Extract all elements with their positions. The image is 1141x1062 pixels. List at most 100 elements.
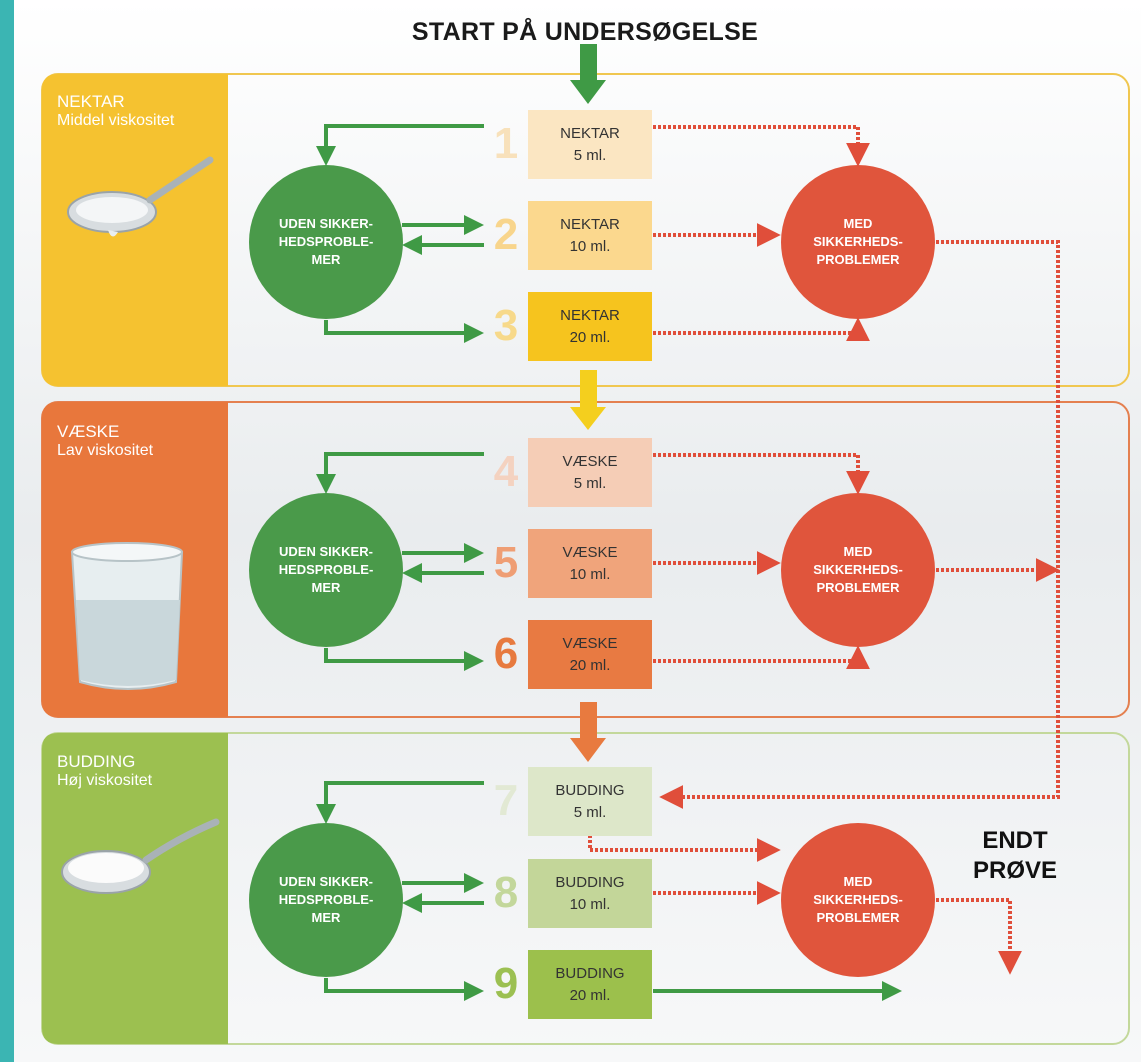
safe-node-label-2: UDEN SIKKER- HEDSPROBLE- MER [256,873,396,927]
step-box-4: VÆSKE 5 ml. [528,438,652,507]
vaeske-to-budding-arrow [570,702,606,762]
green-return-arrow [316,124,484,166]
section-subtitle: Lav viskositet [57,442,154,459]
step-volume: 5 ml. [573,146,607,164]
unsafe-node-1 [781,493,935,647]
spoon-illustration-budding [61,818,220,894]
green-return-arrow [316,781,484,824]
safe-node-1 [249,493,403,647]
end-label-line: ENDT [982,827,1048,854]
step-box-9: BUDDING 20 ml. [528,950,652,1019]
step-volume: 5 ml. [573,474,607,492]
end-test-label: ENDT PRØVE [950,826,1080,886]
step-liquid: VÆSKE [562,452,618,470]
step-number-9: 9 [493,959,519,1008]
node-label-line: SIKKERHEDS- [813,562,903,577]
step-number-2: 2 [493,210,519,259]
green-down-arrow [324,648,484,671]
red-dotted-arrow [936,898,1022,975]
step-volume: 10 ml. [569,565,611,583]
step-box-5: VÆSKE 10 ml. [528,529,652,598]
step-number-6: 6 [493,629,519,678]
step-box-3: NEKTAR 20 ml. [528,292,652,361]
node-label-line: UDEN SIKKER- [279,874,373,889]
safe-node-2 [249,823,403,977]
safe-node-label-0: UDEN SIKKER- HEDSPROBLE- MER [256,215,396,269]
red-dotted-arrow [588,835,781,862]
step-volume: 20 ml. [569,986,611,1004]
diagram-title: START PÅ UNDERSØGELSE [411,18,759,46]
node-label-line: MED [843,874,873,889]
step-box-7: BUDDING 5 ml. [528,767,652,836]
green-down-arrow [324,978,484,1001]
green-return-arrow [316,452,484,494]
node-label-line: MER [311,252,341,267]
node-label-line: SIKKERHEDS- [813,234,903,249]
unsafe-node-label-0: MED SIKKERHEDS- PROBLEMER [788,215,928,269]
safe-node-0 [249,165,403,319]
step-box-8: BUDDING 10 ml. [528,859,652,928]
node-label-line: MED [843,544,873,559]
step-volume: 5 ml. [573,803,607,821]
nektar-to-vaeske-arrow [570,370,606,430]
safe-node-label-1: UDEN SIKKER- HEDSPROBLE- MER [256,543,396,597]
red-dotted-arrow [653,125,870,167]
node-label-line: PROBLEMER [816,580,900,595]
section-name: NEKTAR [57,92,125,111]
red-dotted-arrow [653,453,870,495]
end-label-line: PRØVE [972,857,1058,884]
step-box-6: VÆSKE 20 ml. [528,620,652,689]
section-subtitle: Middel viskositet [57,112,175,129]
step-number-8: 8 [493,868,519,917]
diagram-nodes [249,165,935,977]
step-liquid: VÆSKE [562,634,618,652]
section-name: BUDDING [57,752,136,771]
step-liquid: VÆSKE [562,543,618,561]
step-liquid: NEKTAR [560,306,620,324]
node-label-line: HEDSPROBLE- [278,234,374,249]
node-label-line: UDEN SIKKER- [279,544,373,559]
unsafe-node-2 [781,823,935,977]
step-liquid: NEKTAR [560,124,620,142]
node-label-line: MER [311,580,341,595]
section-name: VÆSKE [57,422,120,441]
node-label-line: MED [843,216,873,231]
step-liquid: BUDDING [555,781,625,799]
node-label-line: MER [311,910,341,925]
red-dotted-arrow [653,317,870,342]
unsafe-node-label-1: MED SIKKERHEDS- PROBLEMER [788,543,928,597]
glass-illustration-vaeske [70,542,184,690]
step-number-3: 3 [493,301,519,350]
step-volume: 20 ml. [569,328,611,346]
step-volume: 20 ml. [569,656,611,674]
spoon-illustration-nektar [67,156,214,237]
node-label-line: PROBLEMER [816,910,900,925]
step-box-1: NEKTAR 5 ml. [528,110,652,179]
step-liquid: BUDDING [555,964,625,982]
section-subtitle: Høj viskositet [57,772,153,789]
node-label-line: HEDSPROBLE- [278,562,374,577]
connector-arrows [316,124,1060,1001]
start-arrow [570,44,606,104]
unsafe-node-0 [781,165,935,319]
step-number-4: 4 [493,447,519,496]
step-box-2: NEKTAR 10 ml. [528,201,652,270]
red-long-dotted-arrow [659,240,1060,809]
step-liquid: NEKTAR [560,215,620,233]
step-volume: 10 ml. [569,895,611,913]
node-label-line: HEDSPROBLE- [278,892,374,907]
step-number-7: 7 [493,776,519,825]
step-liquid: BUDDING [555,873,625,891]
red-dotted-arrow [653,645,870,670]
node-label-line: PROBLEMER [816,252,900,267]
step-volume: 10 ml. [569,237,611,255]
section-flow-arrows [570,44,606,762]
step-number-1: 1 [493,119,519,168]
step-number-5: 5 [493,538,519,587]
node-label-line: UDEN SIKKER- [279,216,373,231]
